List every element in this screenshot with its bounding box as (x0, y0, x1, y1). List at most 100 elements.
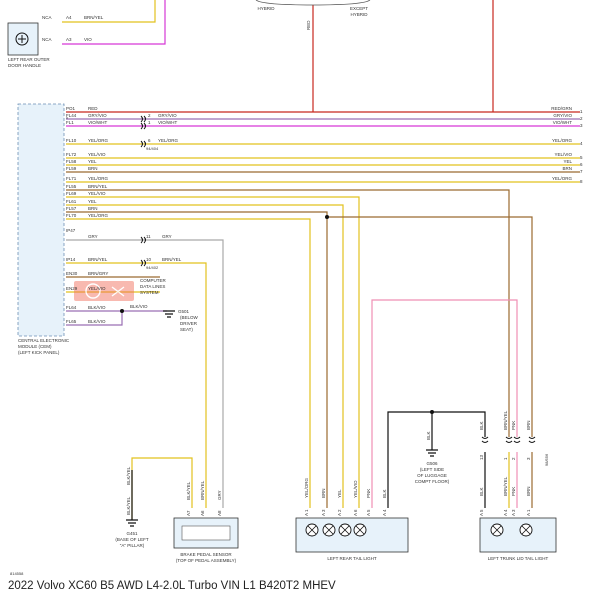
door-handle-name: DOOR HANDLE (8, 63, 41, 68)
connector-wire-label: VIO/WHT (158, 120, 177, 125)
cem-wire-label: YEL/ORG (88, 176, 109, 181)
ground-icon (126, 310, 438, 527)
trunk-tail-name: LEFT TRUNK LID TAIL LIGHT (488, 556, 549, 561)
watermark-logo (74, 281, 134, 301)
cem-pin-label: FL44 (66, 113, 77, 118)
ground-label-g501: DRIVER (180, 321, 198, 326)
trunk-connector-number: 3 (526, 457, 531, 460)
wire-fl57 (66, 211, 328, 508)
wire-ip14 (66, 262, 207, 508)
right-pin-number: 7 (580, 169, 583, 174)
trunk-wire-label: BRN (526, 486, 531, 496)
brake-wire-label: BLK/YEL (186, 481, 191, 500)
connector-wire-label: YEL/ORG (158, 138, 179, 143)
cem-pin-label: FL59 (66, 166, 77, 171)
cem-pin-label: EN30 (66, 271, 78, 276)
cem-box (17, 103, 65, 337)
connector-ref: 94/402 (146, 265, 159, 270)
door-handle-switch-icon (15, 32, 29, 46)
trunk-tail-box (479, 517, 557, 553)
cem-wire-label: YEL (88, 159, 97, 164)
ground-label-g501: G501 (178, 309, 190, 314)
rear-tail-pin-label: A 3 (321, 509, 326, 516)
top-label-hybrid: HYBRID (257, 6, 275, 11)
cem-pin-label: FL71 (66, 176, 77, 181)
wire-fl57-branch (327, 216, 533, 437)
cem-pin-label: FL70 (66, 213, 77, 218)
wire-ip47 (66, 239, 224, 508)
cem-wire-label: YEL (88, 199, 97, 204)
wire-fl65 (66, 311, 123, 326)
trunk-pin-label: A 1 (526, 509, 531, 516)
connector-pin-number: 11 (146, 234, 151, 239)
right-pin-number: 4 (580, 141, 583, 146)
brake-sensor-name: (TOP OF PEDAL ASSEMBLY) (176, 558, 237, 563)
ground-label-g501: (BELOW (180, 315, 199, 320)
connector-chevron (140, 115, 536, 443)
ground-label-g506: (LEFT SIDE (420, 467, 444, 472)
splice-dot (120, 215, 434, 414)
ground-label-g506: G506 (426, 461, 438, 466)
trunk-wire-label: BLK (479, 487, 484, 496)
cem-name: (LEFT KICK PANEL) (18, 350, 60, 355)
connector-pin-number: 10 (146, 257, 152, 262)
rear-tail-pin-label: A 2 (337, 509, 342, 516)
cem-wire-label: VIO/WHT (88, 120, 107, 125)
connector-wire-label: BRN/YEL (162, 257, 182, 262)
brake-pin-label: A8 (217, 510, 222, 516)
cem-pin-label: FL10 (66, 138, 77, 143)
cem-wire-label: GRY/VIO (88, 113, 107, 118)
wire-fl70 (66, 218, 311, 508)
page-caption: 2022 Volvo XC60 B5 AWD L4-2.0L Turbo VIN… (8, 580, 336, 592)
ground-label-g451: (BASE OF LEFT (115, 537, 149, 542)
cem-pin-label: FL1 (66, 120, 74, 125)
ground-label-g506: COMPT FLOOR) (415, 479, 450, 484)
ground-label-g451: G451 (126, 531, 138, 536)
connector-pin-number: 1 (148, 120, 151, 125)
connector-ref: 94/404 (146, 146, 159, 151)
cem-pin-label: FL61 (66, 199, 77, 204)
cem-wire-label: YEL/ORG (88, 213, 109, 218)
right-wire-label: GRY/VIO (553, 113, 572, 118)
right-wire-label: YEL/ORG (552, 138, 573, 143)
cem-wire-label: RED (88, 106, 98, 111)
wire-vio-door (62, 0, 166, 45)
wire-fl69 (66, 196, 360, 508)
rear-tail-name: LEFT REAR TAIL LIGHT (327, 556, 377, 561)
cem-wire-label: GRY (88, 234, 98, 239)
rear-tail-wire-label: YEL/VIO (353, 480, 358, 498)
computer-data-label: DATA LINES (140, 284, 165, 289)
brake-wire-label: BLK/YEL (126, 496, 131, 515)
wire-fl61 (66, 204, 344, 508)
right-pin-number: 1 (580, 109, 583, 114)
door-handle-wire: BRN/YEL (84, 15, 104, 20)
cem-pin-label: FL69 (66, 191, 77, 196)
figure-id: 814558 (10, 571, 24, 576)
right-pin-number: 3 (580, 123, 583, 128)
trunk-wire-label: BRN/YEL (503, 476, 508, 496)
trunk-pin-label: A 4 (503, 509, 508, 516)
cem-pin-label: FL57 (66, 206, 77, 211)
wire-hybrid-split (255, 0, 371, 6)
cem-pin-label: EN29 (66, 286, 78, 291)
right-wire-label: YEL/VIO (554, 152, 572, 157)
right-wire-label: BRN (562, 166, 572, 171)
trunk-connector-number: 13 (479, 454, 484, 460)
cem-pin-label: IP47 (66, 228, 76, 233)
trunk-pin-label: A 3 (511, 509, 516, 516)
door-handle-code: NCA (42, 15, 52, 20)
wire-label-blk: BLK (426, 431, 431, 440)
cem-wire-label: BRN/YEL (88, 257, 108, 262)
cem-name: CENTRAL ELECTRONIC (18, 338, 70, 343)
brake-sensor-inner (181, 525, 231, 541)
trunk-pin-label: A 5 (479, 509, 484, 516)
wire-fl55 (66, 189, 510, 437)
cem-wire-label: YEL/ORG (88, 138, 109, 143)
brake-sensor-name: BRAKE PEDAL SENSOR (180, 552, 232, 557)
connector-pin-number: 6 (148, 138, 151, 143)
right-wire-label: VIO/WHT (553, 120, 572, 125)
rear-tail-wire-label: BRN (321, 488, 326, 498)
rear-tail-pin-label: A 1 (304, 509, 309, 516)
top-label-except-hybrid: HYBRID (350, 12, 368, 17)
